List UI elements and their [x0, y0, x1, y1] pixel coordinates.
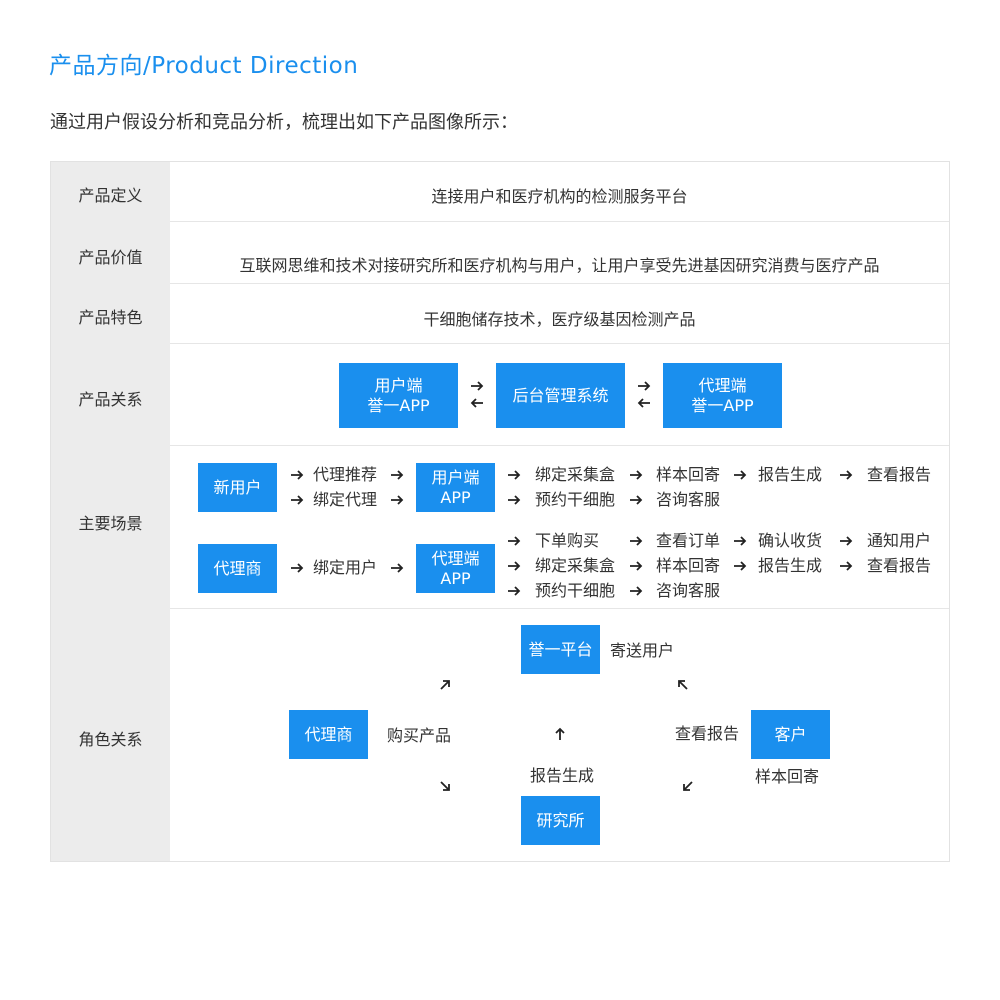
arrow-right-icon: [506, 492, 522, 508]
agent-app-scene-line1: 代理端: [431, 548, 480, 568]
flow-step: 绑定采集盒: [535, 465, 616, 484]
flow-step: 确认收货: [758, 531, 823, 550]
row-label-relation: 产品关系: [78, 390, 143, 409]
arrow-diagonal-icon: [437, 778, 453, 794]
flow-step: 报告生成: [758, 465, 823, 484]
feature-value: 干细胞储存技术，医疗级基因检测产品: [423, 310, 696, 329]
arrow-up-icon: [552, 726, 568, 742]
arrow-right-icon: [838, 533, 854, 549]
new-user-label: 新用户: [213, 477, 262, 497]
agent-app-scene-line2: APP: [440, 568, 471, 588]
arrow-left-icon: [636, 395, 652, 411]
platform-box: 誉一平台: [521, 625, 600, 674]
bind-agent-text: 绑定代理: [313, 490, 378, 509]
arrow-right-icon: [469, 378, 485, 394]
flow-step: 预约干细胞: [535, 490, 616, 509]
arrow-right-icon: [838, 558, 854, 574]
institute-label: 研究所: [536, 810, 585, 830]
arrow-right-icon: [389, 560, 405, 576]
user-app-line1: 用户端: [374, 375, 423, 395]
flow-step: 报告生成: [758, 556, 823, 575]
row-label-definition: 产品定义: [78, 186, 143, 205]
arrow-right-icon: [506, 533, 522, 549]
row-divider: [170, 283, 949, 284]
flow-step: 下单购买: [535, 531, 600, 550]
arrow-right-icon: [506, 558, 522, 574]
agent-app-line2: 誉一APP: [691, 395, 754, 415]
arrow-right-icon: [628, 533, 644, 549]
flow-step: 查看订单: [656, 531, 721, 550]
row-label-feature: 产品特色: [78, 308, 143, 327]
row-divider: [170, 221, 949, 222]
user-app-scene-line1: 用户端: [431, 467, 480, 487]
arrow-right-icon: [636, 378, 652, 394]
flow-step: 样本回寄: [656, 465, 721, 484]
agent-recommend-text: 代理推荐: [313, 465, 378, 484]
row-divider: [170, 608, 949, 609]
agent-box: 代理商: [198, 544, 277, 593]
arrow-right-icon: [628, 558, 644, 574]
intro-text: 通过用户假设分析和竞品分析，梳理出如下产品图像所示：: [50, 112, 518, 133]
row-divider: [170, 343, 949, 344]
arrow-right-icon: [732, 558, 748, 574]
agent-app-box: 代理端 誉一APP: [663, 363, 782, 428]
flow-step: 样本回寄: [656, 556, 721, 575]
flow-step: 查看报告: [867, 465, 932, 484]
arrow-right-icon: [389, 467, 405, 483]
arrow-right-icon: [289, 492, 305, 508]
new-user-box: 新用户: [198, 463, 277, 512]
sample-return-text: 样本回寄: [755, 767, 820, 786]
buy-product-text: 购买产品: [387, 726, 452, 745]
arrow-right-icon: [628, 492, 644, 508]
agent-app-scene-box: 代理端 APP: [416, 544, 495, 593]
row-label-scenes: 主要场景: [78, 514, 143, 533]
arrow-right-icon: [289, 467, 305, 483]
arrow-right-icon: [289, 560, 305, 576]
label-column: [51, 162, 170, 861]
value-value: 互联网思维和技术对接研究所和医疗机构与用户，让用户享受先进基因研究消费与医疗产品: [239, 256, 880, 275]
arrow-right-icon: [838, 467, 854, 483]
bind-user-text: 绑定用户: [313, 558, 378, 577]
user-app-box: 用户端 誉一APP: [339, 363, 458, 428]
role-agent-label: 代理商: [304, 724, 353, 744]
user-app-line2: 誉一APP: [367, 395, 430, 415]
arrow-right-icon: [506, 583, 522, 599]
arrow-right-icon: [506, 467, 522, 483]
arrow-diagonal-icon: [675, 677, 691, 693]
backend-box: 后台管理系统: [496, 363, 625, 428]
product-table: 产品定义 产品价值 产品特色 产品关系 主要场景 角色关系 连接用户和医疗机构的…: [50, 161, 950, 862]
backend-label: 后台管理系统: [512, 385, 609, 405]
definition-value: 连接用户和医疗机构的检测服务平台: [431, 187, 688, 206]
user-app-scene-box: 用户端 APP: [416, 463, 495, 512]
role-agent-box: 代理商: [289, 710, 368, 759]
row-divider: [170, 445, 949, 446]
flow-step: 咨询客服: [656, 490, 721, 509]
flow-step: 咨询客服: [656, 581, 721, 600]
institute-box: 研究所: [521, 796, 600, 845]
arrow-diagonal-icon: [680, 778, 696, 794]
arrow-right-icon: [628, 467, 644, 483]
agent-label: 代理商: [213, 558, 262, 578]
view-report-text: 查看报告: [675, 724, 740, 743]
arrow-right-icon: [732, 533, 748, 549]
page-title: 产品方向/Product Direction: [49, 53, 359, 79]
flow-step: 预约干细胞: [535, 581, 616, 600]
agent-app-line1: 代理端: [698, 375, 747, 395]
flow-step: 绑定采集盒: [535, 556, 616, 575]
row-label-roles: 角色关系: [78, 730, 143, 749]
arrow-right-icon: [732, 467, 748, 483]
send-to-user-text: 寄送用户: [610, 641, 675, 660]
arrow-diagonal-icon: [437, 677, 453, 693]
customer-box: 客户: [751, 710, 830, 759]
arrow-left-icon: [469, 395, 485, 411]
flow-step: 查看报告: [867, 556, 932, 575]
platform-label: 誉一平台: [528, 639, 593, 659]
arrow-right-icon: [389, 492, 405, 508]
user-app-scene-line2: APP: [440, 487, 471, 507]
row-label-value: 产品价值: [78, 248, 143, 267]
arrow-right-icon: [628, 583, 644, 599]
customer-label: 客户: [774, 724, 807, 744]
report-gen-text: 报告生成: [530, 766, 595, 785]
flow-step: 通知用户: [867, 531, 932, 550]
